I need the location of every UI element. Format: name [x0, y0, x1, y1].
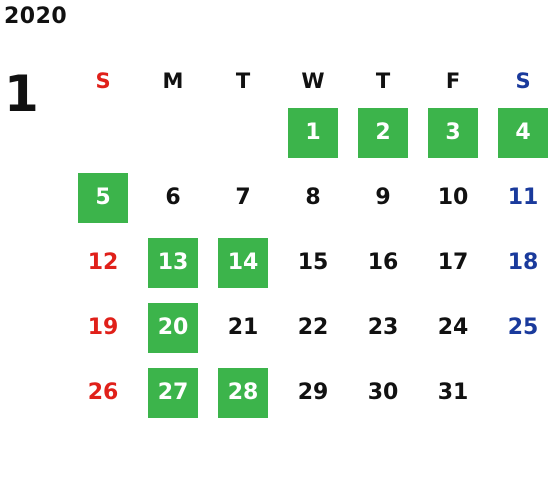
weekday-header-tuesday: T: [235, 69, 251, 93]
day-cell: 4: [488, 100, 548, 165]
month-number: 1: [4, 65, 39, 123]
day-cell: 22: [278, 295, 348, 360]
calendar-day[interactable]: 23: [367, 315, 399, 340]
calendar-day[interactable]: 15: [297, 250, 329, 275]
weekday-header-sunday: S: [95, 69, 111, 93]
day-cell: [488, 360, 548, 425]
day-cell: 26: [68, 360, 138, 425]
day-cell: 19: [68, 295, 138, 360]
day-cell: 3: [418, 100, 488, 165]
weekday-header-wednesday: W: [301, 69, 325, 93]
day-cell: [68, 100, 138, 165]
highlighted-day[interactable]: 20: [148, 302, 198, 353]
calendar-day[interactable]: 12: [87, 250, 119, 275]
day-cell: 28: [208, 360, 278, 425]
day-cell: 16: [348, 230, 418, 295]
weekday-header-friday: F: [445, 69, 461, 93]
weekday-header-saturday: S: [515, 69, 531, 93]
calendar-day[interactable]: 31: [437, 380, 469, 405]
day-cell: 12: [68, 230, 138, 295]
day-cell: 11: [488, 165, 548, 230]
day-cell: 10: [418, 165, 488, 230]
year-label: 2020: [4, 4, 68, 29]
highlighted-day[interactable]: 27: [148, 367, 198, 418]
highlighted-day[interactable]: 5: [78, 172, 128, 223]
day-cell: 23: [348, 295, 418, 360]
day-cell: 6: [138, 165, 208, 230]
highlighted-day[interactable]: 28: [218, 367, 268, 418]
calendar-day[interactable]: 18: [507, 250, 539, 275]
calendar-day[interactable]: 21: [227, 315, 259, 340]
calendar-day[interactable]: 29: [297, 380, 329, 405]
day-cell: [138, 100, 208, 165]
calendar-day[interactable]: 25: [507, 315, 539, 340]
weekday-header-thursday: T: [375, 69, 391, 93]
calendar-day[interactable]: 24: [437, 315, 469, 340]
calendar-day[interactable]: 9: [375, 185, 391, 210]
day-cell: 2: [348, 100, 418, 165]
day-cell: 8: [278, 165, 348, 230]
day-cell: [208, 100, 278, 165]
highlighted-day[interactable]: 14: [218, 237, 268, 288]
day-cell: 7: [208, 165, 278, 230]
day-cell: 30: [348, 360, 418, 425]
highlighted-day[interactable]: 2: [358, 107, 408, 158]
calendar-day[interactable]: 30: [367, 380, 399, 405]
day-cell: 18: [488, 230, 548, 295]
highlighted-day[interactable]: 13: [148, 237, 198, 288]
day-cell: 13: [138, 230, 208, 295]
calendar-day[interactable]: 19: [87, 315, 119, 340]
calendar-day[interactable]: 8: [305, 185, 321, 210]
calendar-day[interactable]: 6: [165, 185, 181, 210]
highlighted-day[interactable]: 3: [428, 107, 478, 158]
calendar-day[interactable]: 7: [235, 185, 251, 210]
calendar-day[interactable]: 26: [87, 380, 119, 405]
weekday-header-monday: M: [162, 69, 184, 93]
calendar-day[interactable]: 11: [507, 185, 539, 210]
calendar-day[interactable]: 10: [437, 185, 469, 210]
day-cell: 25: [488, 295, 548, 360]
day-cell: 20: [138, 295, 208, 360]
highlighted-day[interactable]: 1: [288, 107, 338, 158]
calendar-day[interactable]: 17: [437, 250, 469, 275]
calendar-day[interactable]: 16: [367, 250, 399, 275]
day-cell: 1: [278, 100, 348, 165]
day-cell: 17: [418, 230, 488, 295]
day-cell: 31: [418, 360, 488, 425]
day-cell: 15: [278, 230, 348, 295]
highlighted-day[interactable]: 4: [498, 107, 548, 158]
day-cell: 21: [208, 295, 278, 360]
day-cell: 14: [208, 230, 278, 295]
day-cell: 5: [68, 165, 138, 230]
day-cell: 9: [348, 165, 418, 230]
calendar-day[interactable]: 22: [297, 315, 329, 340]
day-cell: 24: [418, 295, 488, 360]
day-cell: 27: [138, 360, 208, 425]
day-cell: 29: [278, 360, 348, 425]
